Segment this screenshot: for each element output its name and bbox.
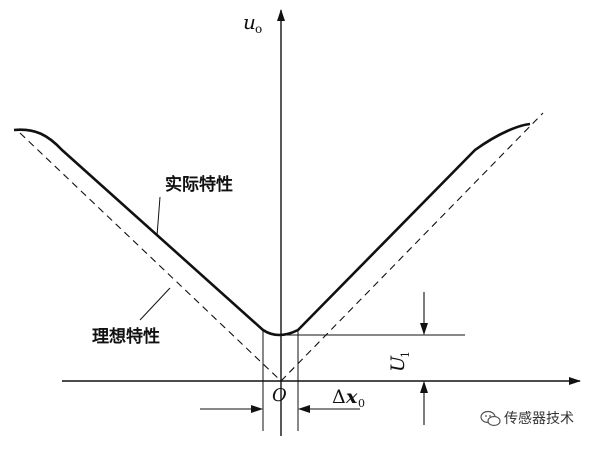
origin-label: O	[272, 385, 287, 406]
ideal-characteristic-label: 理想特性	[92, 326, 160, 347]
u1-label-subscript: 1	[399, 351, 412, 358]
y-axis-label-subscript: o	[255, 22, 262, 36]
ideal-characteristic-curve	[19, 112, 544, 382]
dx-label-subscript: 0	[358, 397, 365, 410]
actual-characteristic-label: 实际特性	[165, 174, 233, 195]
ideal-label-leader	[139, 287, 171, 321]
actual-label-leader	[156, 196, 161, 237]
wechat-bubble-icon	[480, 410, 501, 427]
actual-characteristic-curve	[13, 122, 531, 337]
watermark-text: 传感器技术	[504, 410, 574, 427]
dx-label-delta: Δ	[332, 386, 346, 408]
u1-label: U	[387, 355, 409, 372]
y-axis-label: u	[243, 10, 256, 34]
dx-label-var: x	[345, 386, 358, 408]
